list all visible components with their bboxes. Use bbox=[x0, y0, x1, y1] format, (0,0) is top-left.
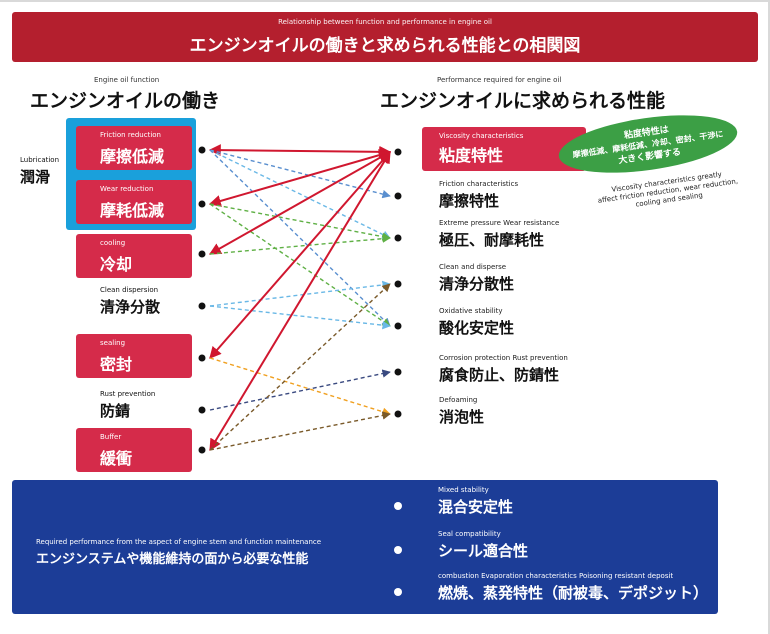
performance-label-japanese: 消泡性 bbox=[439, 408, 485, 426]
bottom-left-japanese: エンジンステムや機能維持の面から必要な性能 bbox=[36, 552, 309, 567]
function-wear-reduction: Wear reduction 摩耗低減 bbox=[76, 180, 192, 224]
arrow-buffer-to-defoaming bbox=[209, 411, 391, 451]
function-friction-reduction: Friction reduction 摩擦低減 bbox=[76, 126, 192, 170]
function-label-english: sealing bbox=[100, 339, 126, 347]
right-divider bbox=[768, 0, 770, 634]
bottom-bullet bbox=[394, 546, 402, 554]
function-label-japanese: 摩耗低減 bbox=[100, 201, 165, 220]
bottom-item-seal-compatibility: Seal compatibility シール適合性 bbox=[438, 530, 528, 561]
left-node-dot bbox=[198, 250, 206, 258]
arrow-friction_reduction-to-extreme_pressure bbox=[209, 149, 391, 239]
bottom-item-combustion: combustion Evaporation characteristics P… bbox=[438, 572, 708, 603]
performance-defoaming: Defoaming 消泡性 bbox=[439, 396, 484, 427]
performance-corrosion: Corrosion protection Rust prevention 腐食防… bbox=[439, 354, 568, 385]
bottom-bullet bbox=[394, 502, 402, 510]
function-label-japanese: 冷却 bbox=[100, 255, 133, 274]
bottom-item-english: Mixed stability bbox=[438, 486, 489, 494]
left-node-dot bbox=[198, 200, 206, 208]
function-label-english: cooling bbox=[100, 239, 126, 247]
performance-extreme-pressure: Extreme pressure Wear resistance 極圧、耐摩耗性 bbox=[439, 219, 559, 250]
arrow-cooling-to-extreme_pressure bbox=[209, 234, 391, 255]
performance-label-japanese: 粘度特性 bbox=[439, 146, 504, 165]
right-node-dot bbox=[394, 410, 402, 418]
arrow-buffer-to-viscosity bbox=[209, 150, 391, 452]
bottom-item-japanese: シール適合性 bbox=[438, 542, 529, 560]
function-label-english: Wear reduction bbox=[100, 185, 154, 193]
title-english: Relationship between function and perfor… bbox=[278, 18, 492, 26]
right-node-dot bbox=[394, 368, 402, 376]
right-node-dot bbox=[394, 322, 402, 330]
function-label-english: Rust prevention bbox=[100, 390, 156, 398]
performance-label-japanese: 清浄分散性 bbox=[439, 275, 515, 293]
right-node-dot bbox=[394, 234, 402, 242]
bottom-item-english: Seal compatibility bbox=[438, 530, 501, 538]
right-node-dot bbox=[394, 280, 402, 288]
performance-label-english: Oxidative stability bbox=[439, 307, 503, 315]
performance-label-english: Clean and disperse bbox=[439, 263, 507, 271]
arrow-clean_dispersion-to-oxidative bbox=[209, 305, 391, 330]
bottom-item-japanese: 混合安定性 bbox=[438, 498, 514, 516]
bottom-item-mixed-stability: Mixed stability 混合安定性 bbox=[438, 486, 513, 517]
function-label-japanese: 防錆 bbox=[100, 402, 131, 420]
lubrication-label: Lubrication 潤滑 bbox=[20, 156, 59, 187]
left-header-japanese: エンジンオイルの働き bbox=[30, 90, 221, 112]
right-node-dot bbox=[394, 192, 402, 200]
function-label-english: Buffer bbox=[100, 433, 122, 441]
right-header-japanese: エンジンオイルに求められる性能 bbox=[380, 90, 666, 112]
arrow-wear_reduction-to-oxidative bbox=[209, 203, 391, 327]
performance-label-japanese: 腐食防止、防錆性 bbox=[439, 366, 560, 384]
left-header-english: Engine oil function bbox=[94, 76, 160, 84]
right-node-dot bbox=[394, 148, 402, 156]
left-node-dot bbox=[198, 406, 206, 414]
title-japanese: エンジンオイルの働きと求められる性能との相関図 bbox=[189, 36, 581, 56]
function-buffer: Buffer 緩衝 bbox=[76, 428, 192, 472]
arrow-friction_reduction-to-viscosity bbox=[208, 144, 392, 158]
bottom-panel: Required performance from the aspect of … bbox=[12, 480, 718, 614]
lubrication-japanese: 潤滑 bbox=[20, 168, 51, 186]
function-label-japanese: 清浄分散 bbox=[100, 298, 161, 316]
arrow-friction_reduction-to-friction bbox=[209, 149, 391, 199]
bottom-left-english: Required performance from the aspect of … bbox=[36, 538, 322, 546]
bottom-item-japanese: 燃焼、蒸発特性（耐被毒、デポジット） bbox=[438, 584, 709, 602]
function-clean-dispersion: Clean dispersion 清浄分散 bbox=[100, 286, 160, 317]
function-label-english: Clean dispersion bbox=[100, 286, 159, 294]
left-node-dot bbox=[198, 446, 206, 454]
bottom-item-english: combustion Evaporation characteristics P… bbox=[438, 572, 674, 580]
function-label-japanese: 密封 bbox=[100, 355, 133, 374]
performance-viscosity: Viscosity characteristics 粘度特性 bbox=[422, 127, 586, 171]
arrow-sealing-to-viscosity bbox=[209, 151, 391, 359]
function-label-japanese: 緩衝 bbox=[100, 449, 133, 468]
left-node-dot bbox=[198, 354, 206, 362]
arrow-wear_reduction-to-extreme_pressure bbox=[209, 203, 391, 241]
performance-label-japanese: 酸化安定性 bbox=[439, 319, 515, 337]
function-cooling: cooling 冷却 bbox=[76, 234, 192, 278]
function-label-japanese: 摩擦低減 bbox=[100, 147, 165, 166]
performance-label-english: Defoaming bbox=[439, 396, 478, 404]
performance-label-english: Extreme pressure Wear resistance bbox=[439, 219, 560, 227]
function-label-english: Friction reduction bbox=[100, 131, 161, 139]
lubrication-english: Lubrication bbox=[20, 156, 60, 164]
performance-oxidative: Oxidative stability 酸化安定性 bbox=[439, 307, 514, 338]
title-banner: Relationship between function and perfor… bbox=[12, 12, 758, 62]
performance-label-english: Viscosity characteristics bbox=[439, 132, 524, 140]
function-rust-prevention: Rust prevention 防錆 bbox=[100, 390, 155, 421]
performance-clean-disperse: Clean and disperse 清浄分散性 bbox=[439, 263, 514, 294]
performance-label-japanese: 摩擦特性 bbox=[439, 192, 500, 210]
top-divider bbox=[0, 0, 770, 2]
left-node-dot bbox=[198, 146, 206, 154]
performance-friction: Friction characteristics 摩擦特性 bbox=[439, 180, 518, 211]
performance-label-english: Friction characteristics bbox=[439, 180, 519, 188]
left-node-dot bbox=[198, 302, 206, 310]
arrow-buffer-to-clean_disperse bbox=[209, 283, 391, 451]
right-header-english: Performance required for engine oil bbox=[437, 76, 562, 84]
bottom-bullet bbox=[394, 588, 402, 596]
performance-label-english: Corrosion protection Rust prevention bbox=[439, 354, 568, 362]
performance-label-japanese: 極圧、耐摩耗性 bbox=[439, 231, 545, 249]
function-sealing: sealing 密封 bbox=[76, 334, 192, 378]
